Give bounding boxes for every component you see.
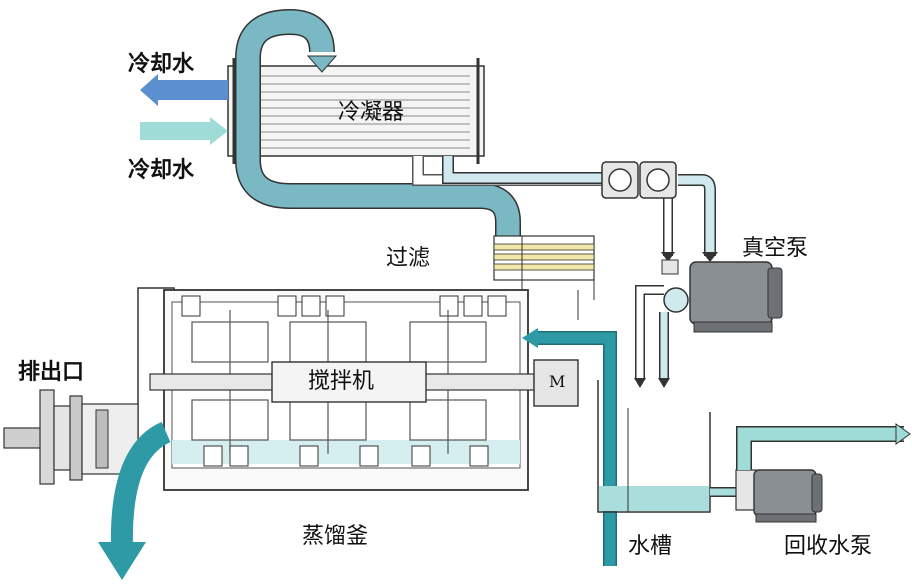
recovery-pump bbox=[710, 469, 823, 523]
vapor-pipe bbox=[235, 8, 521, 236]
vacuum-pump-pipes bbox=[634, 285, 670, 388]
vacuum-valves bbox=[601, 161, 677, 199]
filter-label: 过滤 bbox=[386, 246, 431, 271]
motor-label: M bbox=[549, 372, 566, 391]
still-body bbox=[137, 287, 579, 491]
filter bbox=[493, 235, 595, 320]
discharge-arrow bbox=[98, 421, 172, 580]
condenser-label: 冷凝器 bbox=[338, 100, 405, 125]
water-tank bbox=[597, 380, 711, 513]
cooling-water-in-arrow bbox=[140, 117, 228, 145]
cooling-water-out-label: 冷却水 bbox=[128, 52, 195, 77]
still-label: 蒸馏釜 bbox=[302, 524, 369, 549]
condenser-tubes bbox=[246, 75, 470, 149]
still-bottom-ports bbox=[203, 445, 489, 467]
vacuum-line bbox=[412, 156, 718, 262]
still-top-ports bbox=[181, 295, 507, 317]
cooling-water-out-arrow bbox=[140, 74, 228, 106]
vacuum-pump bbox=[661, 259, 783, 333]
cooling-water-in-label: 冷却水 bbox=[128, 158, 195, 183]
condenser bbox=[227, 58, 485, 164]
discharge-flange bbox=[3, 389, 139, 485]
discharge-port-label: 排出口 bbox=[18, 360, 85, 385]
vacuum-pump-label: 真空泵 bbox=[742, 236, 809, 261]
water-tank-label: 水槽 bbox=[628, 534, 673, 559]
agitator-label: 搅拌机 bbox=[308, 369, 375, 394]
recovery-pump-label: 回收水泵 bbox=[784, 534, 873, 559]
recovery-outlet-pipe bbox=[736, 423, 911, 470]
